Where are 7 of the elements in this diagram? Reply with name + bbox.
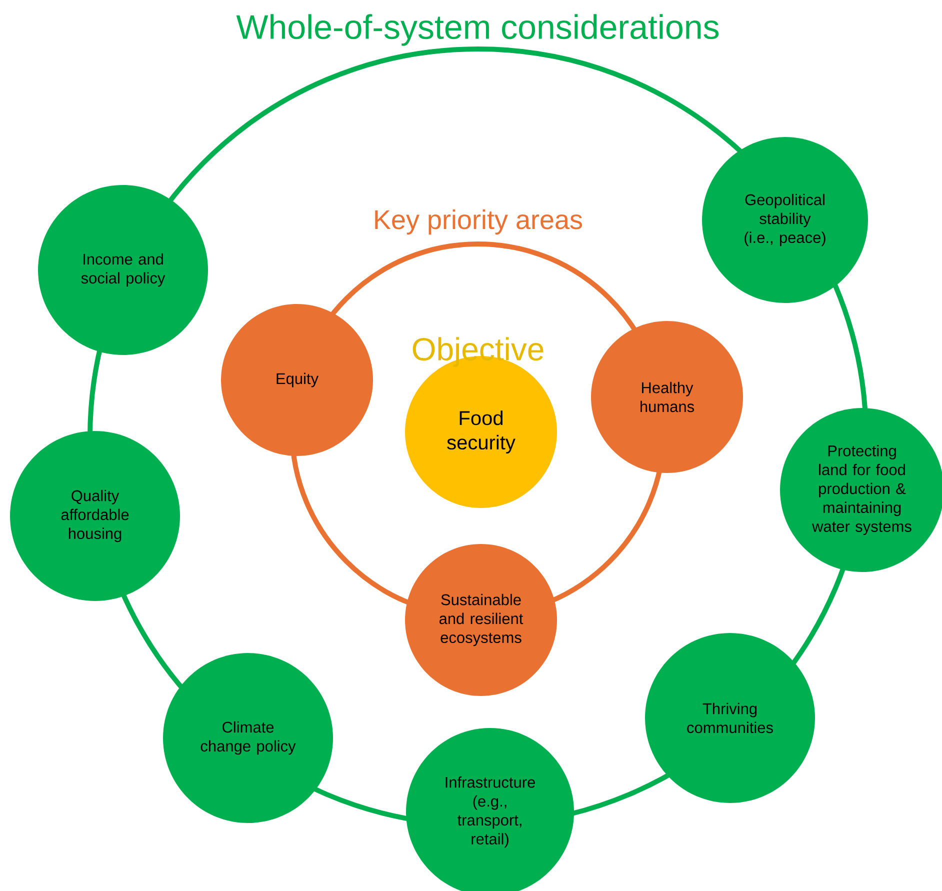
circle-node: Sustainable and resilient ecosystems xyxy=(405,544,557,696)
heading: Whole-of-system considerations xyxy=(236,14,719,46)
circle-node: Income and social policy xyxy=(38,185,208,355)
circle-node: Quality affordable housing xyxy=(10,431,180,601)
circle-node: Equity xyxy=(221,304,373,456)
circle-node: Healthy humans xyxy=(591,321,743,473)
heading: Key priority areas xyxy=(375,209,582,235)
